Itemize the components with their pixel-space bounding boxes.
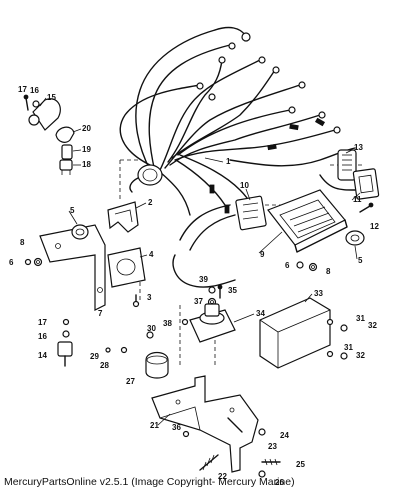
callout-8-right: 8 xyxy=(326,267,331,276)
callout-38: 38 xyxy=(163,319,172,328)
stud-22 xyxy=(199,454,219,471)
callout-24: 24 xyxy=(280,431,289,440)
callout-5-right: 5 xyxy=(358,256,363,265)
bracket-21 xyxy=(151,375,259,473)
screw-6-right xyxy=(296,261,318,272)
callout-23: 23 xyxy=(268,442,277,451)
callout-25: 25 xyxy=(296,460,305,469)
callout-18: 18 xyxy=(82,160,91,169)
callout-20: 20 xyxy=(82,124,91,133)
harness-plug xyxy=(129,164,163,193)
callout-34: 34 xyxy=(256,309,265,318)
callout-labels: 1 2 3 4 5 5 6 6 7 8 8 9 10 11 12 13 14 1… xyxy=(9,85,379,487)
callout-8-left: 8 xyxy=(20,238,25,247)
screw-23 xyxy=(227,417,243,433)
module-9 xyxy=(267,189,348,253)
callout-32-top: 32 xyxy=(368,321,377,330)
solenoid-34 xyxy=(189,303,236,343)
boot-20 xyxy=(55,126,75,143)
callout-leaders xyxy=(39,97,361,426)
washer-26 xyxy=(258,470,266,478)
callout-16-top: 16 xyxy=(30,86,39,95)
callout-13: 13 xyxy=(354,143,363,152)
callout-6-left: 6 xyxy=(9,258,14,267)
callout-17-top: 17 xyxy=(18,85,27,94)
callout-5-left: 5 xyxy=(70,206,75,215)
callout-2: 2 xyxy=(148,198,153,207)
callout-1: 1 xyxy=(226,157,231,166)
screw-17-bottom xyxy=(62,318,70,326)
washer-30 xyxy=(146,331,154,339)
callout-28: 28 xyxy=(100,361,109,370)
clip-2 xyxy=(107,201,139,233)
callout-3: 3 xyxy=(147,293,152,302)
sender-18 xyxy=(59,159,73,175)
copyright-caption: MercuryPartsOnline v2.5.1 (Image Copyrig… xyxy=(4,476,295,488)
callout-21: 21 xyxy=(150,421,159,430)
callout-33: 33 xyxy=(314,289,323,298)
callout-16-bottom: 16 xyxy=(38,332,47,341)
fastener-36 xyxy=(182,430,190,438)
washer-28 xyxy=(120,346,128,354)
screw-6-left xyxy=(24,257,43,267)
bolt-35 xyxy=(217,284,223,299)
washer-16-top xyxy=(32,100,40,108)
screw-29 xyxy=(105,347,111,353)
plate-4 xyxy=(107,247,146,288)
callout-19: 19 xyxy=(82,145,91,154)
washer-24 xyxy=(258,428,266,436)
screw-38 xyxy=(181,318,189,326)
callout-31-top: 31 xyxy=(356,314,365,323)
sensor-15 xyxy=(28,98,61,131)
screw-17-top xyxy=(23,94,29,111)
callout-35: 35 xyxy=(228,286,237,295)
callout-15: 15 xyxy=(47,93,56,102)
callout-11: 11 xyxy=(353,195,362,204)
grommet-5-right xyxy=(345,230,365,246)
callout-10: 10 xyxy=(240,181,249,190)
callout-29: 29 xyxy=(90,352,99,361)
callout-17-bottom: 17 xyxy=(38,318,47,327)
grommet-5-left xyxy=(71,224,89,240)
terminal-block-11 xyxy=(352,168,380,200)
callout-14: 14 xyxy=(38,351,47,360)
cover-33 xyxy=(259,297,331,369)
callout-30: 30 xyxy=(147,324,156,333)
harness-terminals xyxy=(196,32,341,214)
screw-3 xyxy=(132,294,140,308)
bolt-25 xyxy=(261,458,281,466)
connector-13 xyxy=(319,149,357,191)
fasteners-31-32 xyxy=(326,318,348,360)
callout-27: 27 xyxy=(126,377,135,386)
callout-7: 7 xyxy=(98,309,103,318)
callout-26: 26 xyxy=(275,478,284,487)
callout-6-right: 6 xyxy=(285,261,290,270)
callout-4: 4 xyxy=(149,250,154,259)
callout-9: 9 xyxy=(260,250,265,259)
bracket-7 xyxy=(39,224,106,311)
callout-39: 39 xyxy=(199,275,208,284)
relay-27 xyxy=(145,351,169,379)
sender-19 xyxy=(61,144,73,160)
screw-12 xyxy=(359,202,374,213)
callout-32-bottom: 32 xyxy=(356,351,365,360)
callout-36: 36 xyxy=(172,423,181,432)
connector-10 xyxy=(172,195,267,288)
callout-12: 12 xyxy=(370,222,379,231)
wiring-harness xyxy=(119,26,356,221)
callout-37: 37 xyxy=(194,297,203,306)
callout-31-bottom: 31 xyxy=(344,343,353,352)
callout-22: 22 xyxy=(218,472,227,481)
nut-39 xyxy=(208,286,216,294)
washer-16-bottom xyxy=(62,330,70,338)
sender-14 xyxy=(57,341,73,367)
